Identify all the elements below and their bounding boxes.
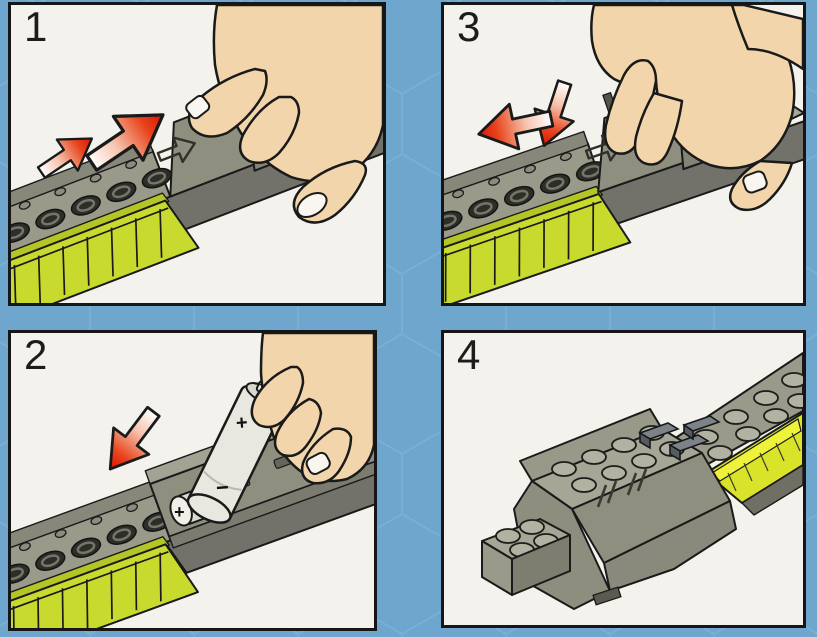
vent-slots [596,468,648,508]
panel-step-1: 1 [8,2,386,306]
step-number-1: 1 [24,3,48,50]
hand [250,333,374,485]
step4-illustration [481,352,803,610]
tail-section [676,352,803,516]
index-fingernail [185,94,211,120]
middle-finger [238,95,301,164]
hand [590,5,803,212]
step2-illustration: + − + [11,333,374,628]
hand [185,5,383,224]
wrist [730,5,803,71]
step3-illustration [444,5,803,303]
battery-negative-label: − [215,474,230,500]
lime-windscreen [705,412,803,504]
panel-step-3: 3 [441,2,806,306]
lime-nose-cone [444,185,632,303]
middle-finger [273,397,323,458]
battery-positive-label: + [235,412,248,435]
lime-nose-cone [11,192,200,303]
index-finger [187,67,268,138]
thumb-fingernail [742,170,768,194]
finished-assembly [481,352,803,610]
lime-nose-cone [11,536,199,628]
step1-illustration [11,5,383,303]
panel-step-2: 2 [8,330,377,631]
thumb-fingernail [305,451,331,475]
hand-palm [590,5,796,170]
panel-step-4: 4 [441,330,806,628]
switch-levers [638,415,721,462]
inserted-battery-positive-label: + [174,502,185,522]
step-number-2: 2 [24,331,48,378]
middle-finger [633,91,684,166]
thumb-fingernail [296,192,328,218]
step-number-4: 4 [457,331,481,378]
coupling-brick-2x2 [481,518,571,596]
step-number-3: 3 [457,3,481,50]
